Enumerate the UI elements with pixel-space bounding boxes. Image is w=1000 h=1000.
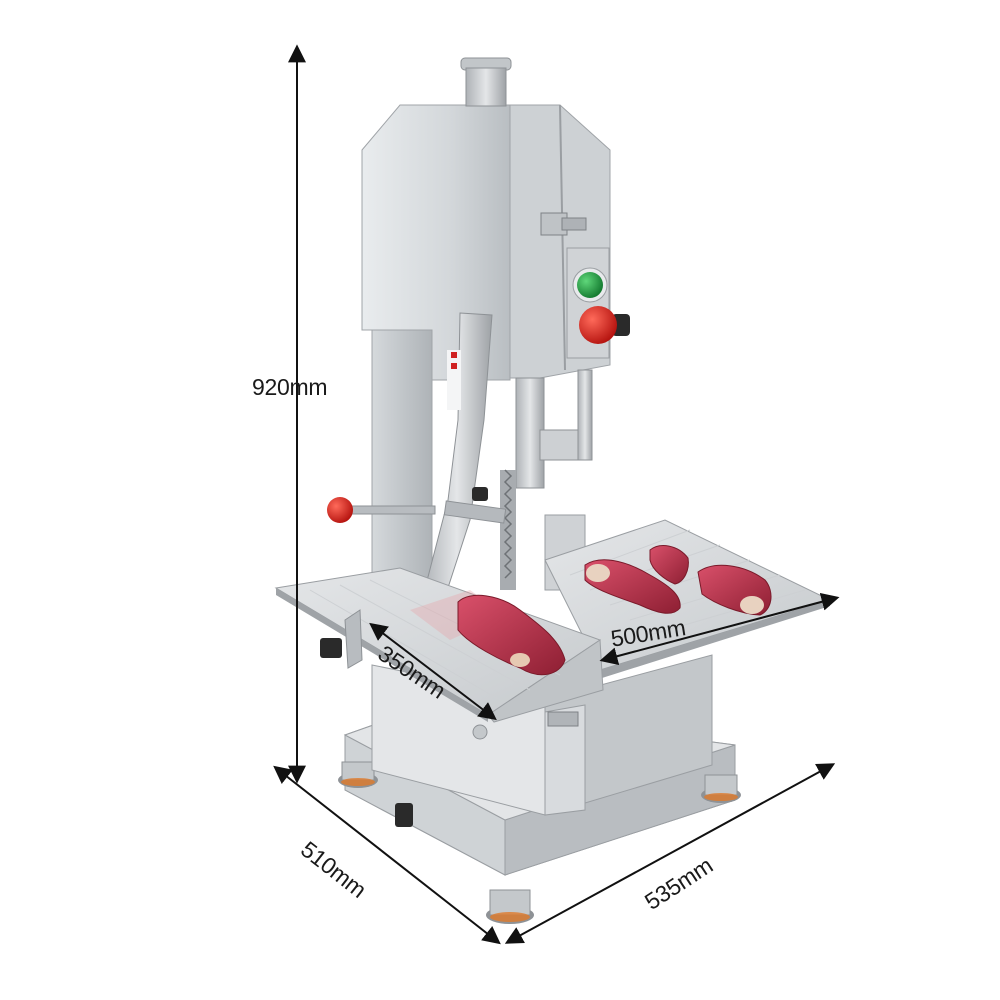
control-panel xyxy=(566,247,630,359)
dimension-arrows xyxy=(273,44,840,945)
table-depth-arrow xyxy=(369,622,497,721)
stop-button-icon[interactable] xyxy=(579,306,617,344)
pusher-arm xyxy=(421,312,507,601)
base-depth-arrow xyxy=(273,765,501,945)
table-width-arrow xyxy=(599,593,840,665)
saw-housing xyxy=(361,57,611,581)
start-button-icon[interactable] xyxy=(577,272,603,298)
height-label: 920mm xyxy=(252,374,328,400)
base-width-arrow xyxy=(504,763,836,944)
handle-lever[interactable] xyxy=(327,497,436,523)
